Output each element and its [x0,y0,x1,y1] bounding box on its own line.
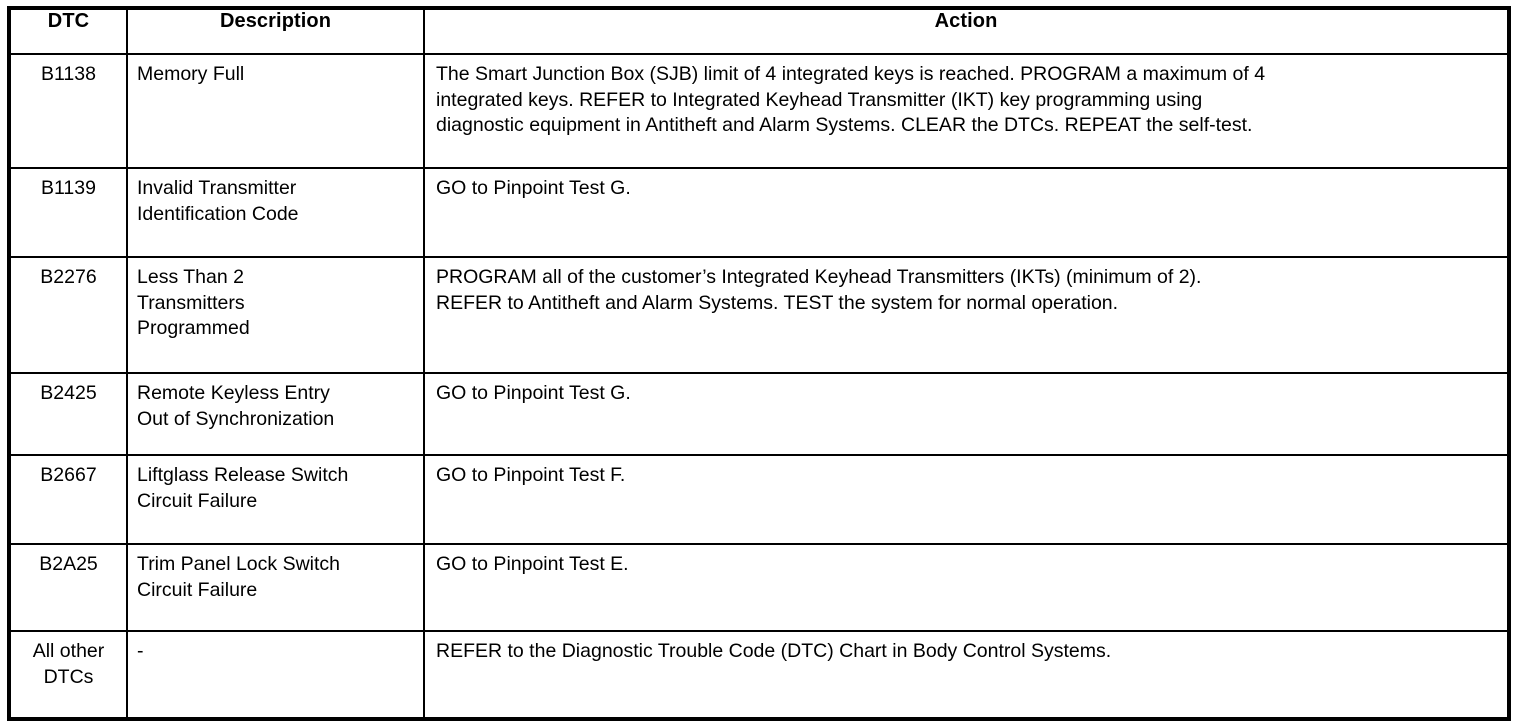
cell-dtc-line: All other [32,640,105,662]
cell-description: - [126,630,425,720]
cell-action: PROGRAM all of the customer’s Integrated… [423,256,1510,374]
cell-action: REFER to the Diagnostic Trouble Code (DT… [423,630,1510,720]
cell-dtc: B1138 [8,53,128,169]
column-header-description: Description [126,7,425,55]
header-row: DTC Description Action [8,7,1510,55]
cell-action: GO to Pinpoint Test E. [423,543,1510,632]
cell-dtc: B2276 [8,256,128,374]
cell-action: The Smart Junction Box (SJB) limit of 4 … [423,53,1510,169]
column-header-dtc: DTC [8,7,128,55]
cell-dtc: B1139 [8,167,128,258]
cell-action-line: REFER to the Diagnostic Trouble Code (DT… [436,640,1112,662]
table-header: DTC Description Action [8,7,1510,55]
cell-description: Memory Full [126,53,425,169]
cell-action-line: GO to Pinpoint Test F. [436,464,626,486]
column-header-action: Action [423,7,1510,55]
cell-action: GO to Pinpoint Test G. [423,167,1510,258]
cell-dtc-line: B2667 [40,464,97,486]
cell-description-line: Programmed [137,317,250,339]
cell-description-line: - [137,640,144,662]
cell-dtc-line: B2425 [40,382,97,404]
cell-dtc: B2425 [8,372,128,456]
cell-dtc: B2A25 [8,543,128,632]
cell-dtc-line: B1139 [41,177,96,199]
cell-dtc-line: B2276 [40,266,97,288]
cell-description-line: Identification Code [137,202,299,225]
cell-description-line: Invalid Transmitter [137,177,297,199]
cell-dtc-line: B2A25 [39,553,98,575]
cell-action-line: diagnostic equipment in Antitheft and Al… [436,114,1253,136]
table-body: B1138 Memory Full The Smart Junction Box (… [8,53,1510,720]
cell-action-line: integrated keys. REFER to Integrated Key… [436,88,1203,111]
cell-action: GO to Pinpoint Test G. [423,372,1510,456]
cell-dtc: B2667 [8,454,128,545]
cell-action-line: The Smart Junction Box (SJB) limit of 4 … [436,63,1266,85]
cell-action-line: GO to Pinpoint Test E. [436,553,629,575]
cell-description-line: Circuit Failure [137,489,258,512]
cell-dtc-line: B1138 [41,63,96,85]
cell-action: GO to Pinpoint Test F. [423,454,1510,545]
cell-description-line: Transmitters [137,291,245,314]
cell-description-line: Out of Synchronization [137,407,335,430]
cell-description-line: Liftglass Release Switch [137,464,349,486]
cell-action-line: GO to Pinpoint Test G. [436,177,631,199]
cell-description-line: Trim Panel Lock Switch [137,553,341,575]
cell-action-line: REFER to Antitheft and Alarm Systems. TE… [436,291,1119,314]
cell-description-line: Memory Full [137,63,245,85]
cell-description-line: Remote Keyless Entry [137,382,330,404]
table-row: B1138 Memory Full The Smart Junction Box (… [8,53,1510,169]
cell-action-line: GO to Pinpoint Test G. [436,382,631,404]
cell-action-line: PROGRAM all of the customer’s Integrated… [436,266,1202,288]
cell-dtc-line: DTCs [43,665,94,688]
cell-description-line: Less Than 2 [137,266,244,288]
cell-description-line: Circuit Failure [137,578,258,601]
